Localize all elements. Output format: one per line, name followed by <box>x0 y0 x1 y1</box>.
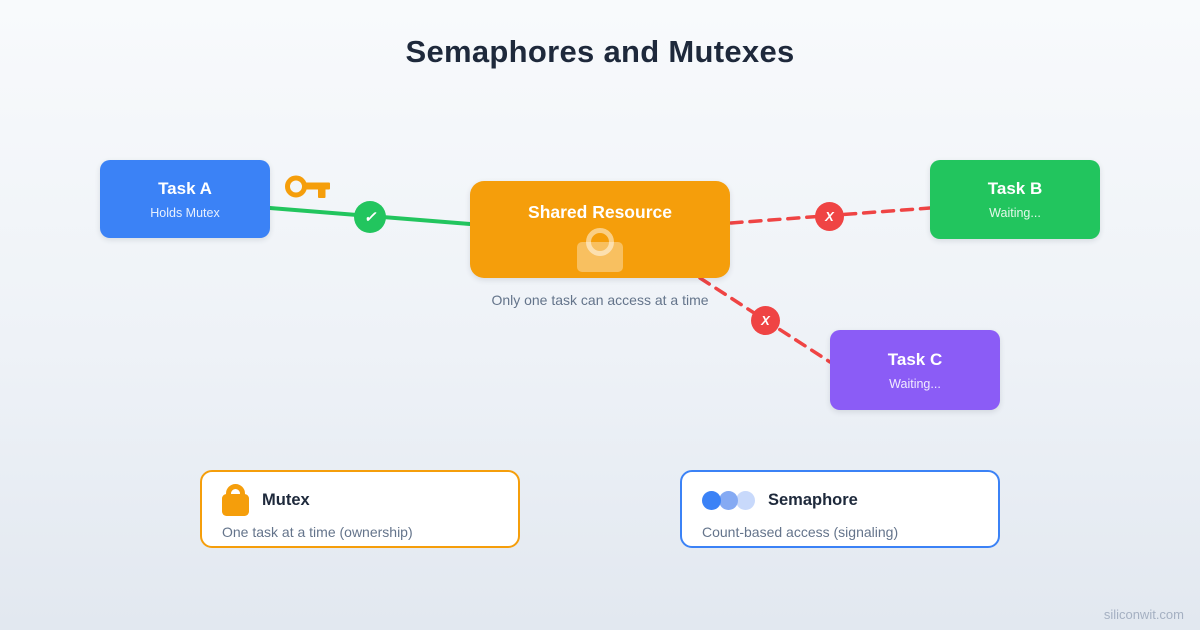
semaphore-dot-light <box>736 490 755 510</box>
task-b-sublabel: Waiting... <box>989 206 1041 220</box>
shared-resource-node: Shared Resource <box>470 181 730 278</box>
shared-resource-label: Shared Resource <box>528 202 672 222</box>
semaphore-legend-title: Semaphore <box>768 490 858 509</box>
access-denied-badge-task-b: X <box>815 202 844 231</box>
x-icon: X <box>761 313 770 328</box>
task-b-label: Task B <box>987 179 1043 198</box>
task-b-node: Task B Waiting... <box>930 160 1100 239</box>
lock-icon <box>577 228 623 272</box>
access-granted-badge: ✓ <box>354 201 386 233</box>
task-c-node: Task C Waiting... <box>830 330 1000 410</box>
semaphore-legend-description: Count-based access (signaling) <box>702 524 899 540</box>
shared-resource-caption: Only one task can access at a time <box>491 292 709 308</box>
key-icon <box>285 175 330 198</box>
watermark: siliconwit.com <box>1103 607 1184 622</box>
semaphore-legend-header: Semaphore <box>702 483 978 517</box>
task-a-label: Task A <box>158 178 212 198</box>
mutex-legend-header: Mutex <box>222 483 498 517</box>
access-denied-badge-task-c: X <box>751 306 780 335</box>
mutex-legend-card: Mutex One task at a time (ownership) <box>200 470 520 548</box>
semaphore-dot-full <box>702 490 721 510</box>
page-title: Semaphores and Mutexes <box>405 34 795 69</box>
semaphore-dot-medium <box>719 490 738 510</box>
task-c-label: Task C <box>887 349 943 369</box>
task-a-sublabel: Holds Mutex <box>150 205 220 220</box>
semaphore-count-dots-icon <box>702 490 755 510</box>
task-c-sublabel: Waiting... <box>889 376 941 391</box>
mutex-legend-description: One task at a time (ownership) <box>222 524 413 540</box>
semaphore-legend-card: Semaphore Count-based access (signaling) <box>680 470 1000 548</box>
x-icon: X <box>825 209 834 224</box>
lock-icon <box>222 484 249 516</box>
check-icon: ✓ <box>363 209 377 226</box>
task-a-node: Task A Holds Mutex <box>100 160 270 238</box>
mutex-legend-title: Mutex <box>262 490 310 509</box>
